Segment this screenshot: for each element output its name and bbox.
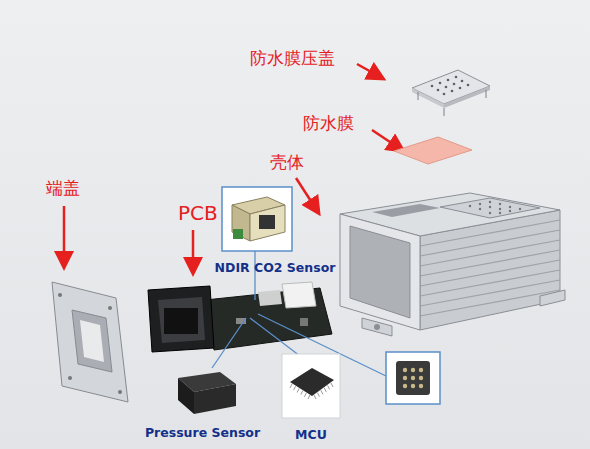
sensor-detail-box [386, 352, 440, 404]
part-label: 防水膜 [303, 112, 354, 135]
part-label: 壳体 [270, 151, 304, 174]
part-label: 端盖 [46, 177, 80, 200]
pointer-arrow [357, 64, 382, 78]
housing [340, 193, 565, 336]
pointer-arrow [192, 230, 195, 272]
pointer-arrow [296, 178, 318, 212]
component-label: NDIR CO2 Sensor [205, 260, 345, 275]
membrane-cover [412, 70, 490, 116]
component-box: NDIR CO2 Sensor [205, 185, 345, 275]
part-label: PCB [178, 201, 218, 225]
end-cap [52, 282, 128, 402]
component-box: MCU [278, 352, 344, 442]
pointer-arrow [63, 206, 66, 266]
waterproof-membrane [394, 137, 472, 164]
pcb-board [148, 282, 332, 352]
part-label: 防水膜压盖 [250, 47, 335, 70]
component-label: MCU [278, 427, 344, 442]
component-label: Pressure Sensor [140, 425, 265, 440]
component-box: Pressure Sensor [140, 364, 265, 440]
pointer-arrow [372, 130, 402, 150]
